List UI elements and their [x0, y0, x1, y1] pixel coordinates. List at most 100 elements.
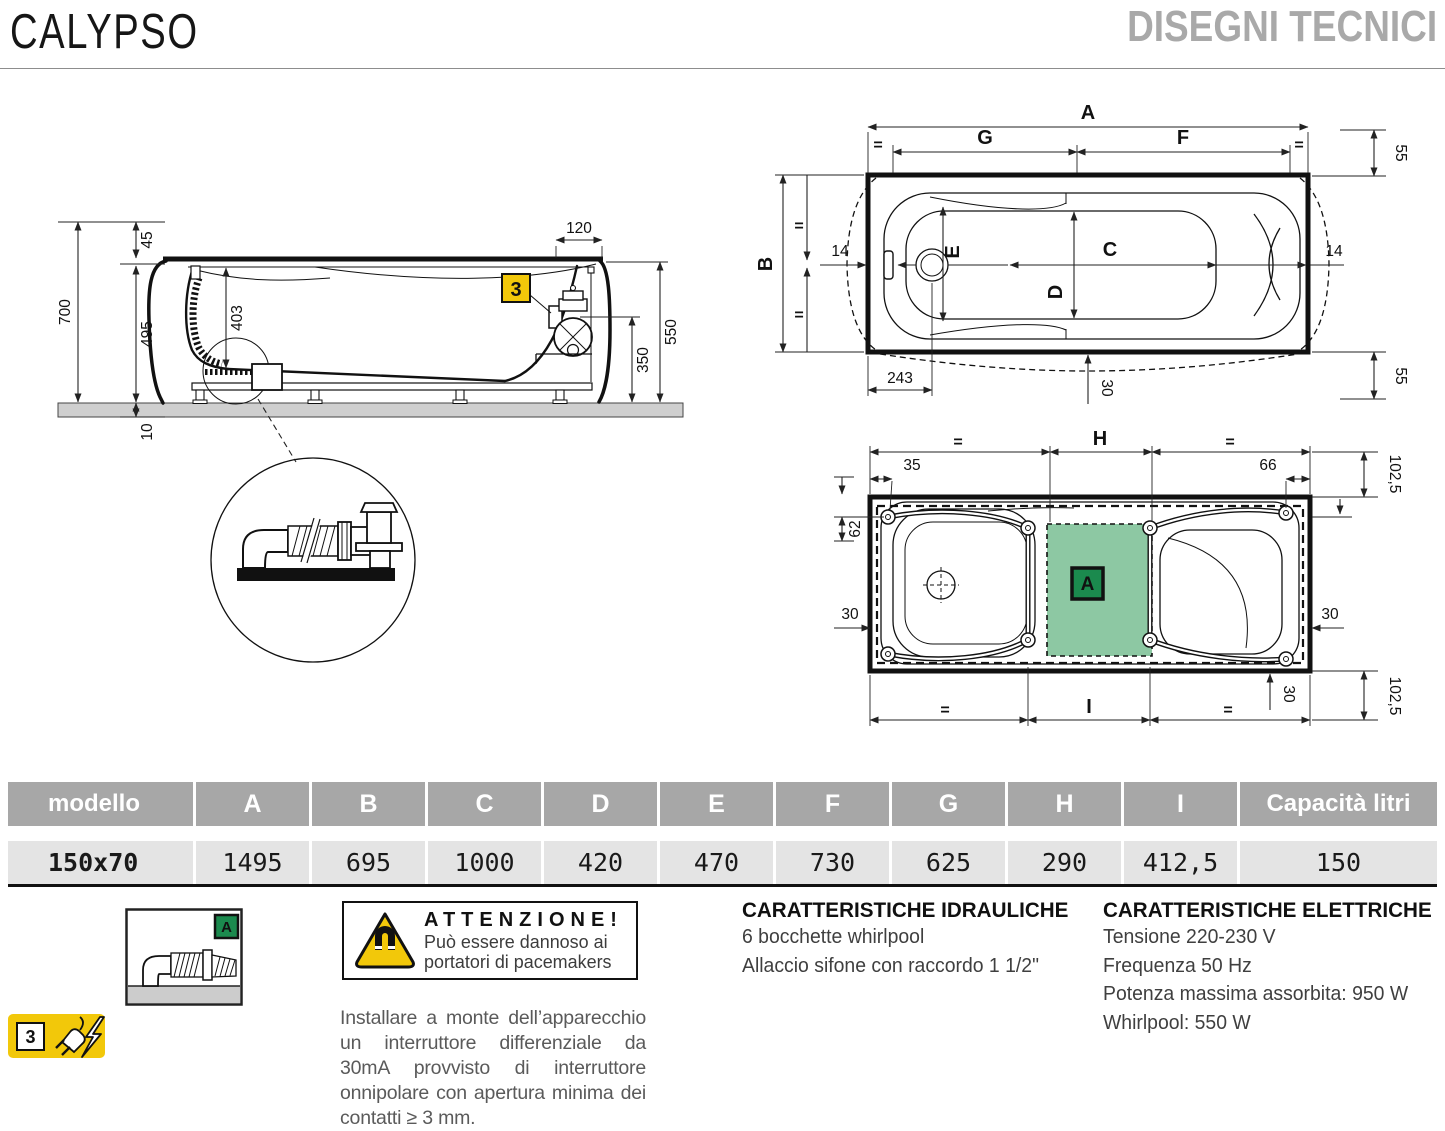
dim-102-top: 102,5 — [1312, 451, 1403, 518]
svg-text:495: 495 — [139, 321, 156, 347]
service-area-badge — [1070, 566, 1105, 601]
svg-text:30: 30 — [841, 606, 859, 623]
electric-section: CARATTERISTICHE ELETTRICHE Tensione 220-… — [1103, 898, 1443, 1037]
dim-102-bottom: 102,5 — [1312, 670, 1403, 721]
cell-B: 695 — [312, 841, 425, 884]
svg-text:35: 35 — [903, 457, 920, 474]
hydraulic-section: CARATTERISTICHE IDRAULICHE 6 bocchette w… — [742, 898, 1092, 980]
svg-text:D: D — [1045, 285, 1067, 299]
cell-C: 1000 — [428, 841, 541, 884]
dim-35: 35 — [869, 457, 921, 511]
dim-30-plan-top: 30 — [1084, 354, 1115, 404]
fixing-points — [880, 505, 1294, 667]
svg-text:I: I — [1086, 696, 1092, 718]
header-capacita: Capacità litri — [1240, 782, 1437, 826]
drain-detail-view — [210, 398, 416, 663]
svg-text:66: 66 — [1259, 457, 1276, 474]
svg-text:30: 30 — [1280, 685, 1297, 703]
header-G: G — [892, 782, 1005, 826]
support-frame — [191, 382, 593, 391]
plan-view-top: A G F = = 55 B = = — [755, 102, 1409, 404]
electrical-badge: 3 — [8, 1014, 105, 1058]
svg-text:30: 30 — [1098, 379, 1115, 397]
dim-403: 403 — [222, 267, 246, 369]
svg-text:=: = — [1294, 137, 1303, 154]
header-B: B — [312, 782, 425, 826]
callout-3-label: 3 — [510, 279, 521, 301]
tub-outline-top — [865, 172, 1311, 355]
svg-text:=: = — [953, 434, 962, 451]
dim-243: 243 — [867, 283, 933, 396]
dim-10: 10 — [120, 402, 165, 441]
cell-D: 420 — [544, 841, 657, 884]
svg-text:A: A — [1081, 102, 1095, 124]
svg-text:G: G — [977, 127, 993, 149]
electric-title: CARATTERISTICHE ELETTRICHE — [1103, 898, 1432, 922]
spec-table: modello A B C D E F G H I Capacità litri… — [8, 782, 1437, 884]
svg-text:62: 62 — [847, 520, 864, 537]
callout-3-badge — [501, 273, 531, 303]
attention-title: ATTENZIONE! — [424, 909, 623, 931]
electric-line-3: Potenza massima assorbita: 950 W — [1103, 983, 1409, 1005]
svg-text:30: 30 — [1321, 606, 1339, 623]
drain-hose-corrugated — [189, 276, 223, 368]
svg-text:A: A — [1081, 574, 1095, 595]
svg-text:H: H — [1093, 428, 1107, 450]
header-D: D — [544, 782, 657, 826]
siphon-diagram-badge — [213, 913, 240, 940]
electric-line-1: Tensione 220-230 V — [1103, 926, 1276, 948]
page-title: CALYPSO — [10, 5, 199, 59]
spec-table-header-row: modello A B C D E F G H I Capacità litri — [8, 782, 1437, 826]
svg-text:14: 14 — [1325, 243, 1343, 260]
svg-text:=: = — [794, 307, 803, 324]
dim-14-left: 14 — [820, 243, 916, 269]
attention-box: ATTENZIONE! Può essere dannoso ai portat… — [342, 901, 638, 980]
lightning-icon — [81, 1016, 105, 1058]
drain-fitting — [251, 363, 283, 391]
svg-text:14: 14 — [831, 243, 849, 260]
svg-text:700: 700 — [57, 299, 74, 325]
svg-text:102,5: 102,5 — [1386, 455, 1403, 494]
hydraulic-line-1: 6 bocchette whirlpool — [742, 926, 925, 948]
header-A: A — [196, 782, 309, 826]
header-modello: modello — [8, 782, 193, 826]
header-E: E — [660, 782, 773, 826]
svg-text:102,5: 102,5 — [1386, 677, 1403, 716]
header-I: I — [1124, 782, 1237, 826]
cell-F: 730 — [776, 841, 889, 884]
dim-120: 120 — [555, 220, 603, 258]
hydraulic-line-2: Allaccio sifone con raccordo 1 1/2" — [742, 954, 1039, 977]
svg-text:403: 403 — [229, 305, 246, 331]
svg-text:=: = — [873, 137, 882, 154]
svg-text:F: F — [1177, 127, 1189, 149]
svg-text:A: A — [221, 919, 232, 936]
dim-I-row: = I = — [869, 667, 1311, 726]
header-C: C — [428, 782, 541, 826]
floor-section — [57, 402, 684, 418]
electric-line-2: Frequenza 50 Hz — [1103, 954, 1252, 977]
header-F: F — [776, 782, 889, 826]
dim-30-bottom: 30 — [1266, 673, 1297, 710]
dim-D: D — [1045, 211, 1078, 319]
svg-text:45: 45 — [139, 231, 156, 248]
svg-text:C: C — [1103, 239, 1117, 261]
header-H: H — [1008, 782, 1121, 826]
magnet-warning-icon — [355, 912, 415, 968]
panel-dashed-outline — [875, 504, 1305, 665]
page-subtitle: DISEGNI TECNICI — [1126, 2, 1437, 51]
dim-H-row: = H = — [869, 428, 1311, 522]
dim-45: 45 — [132, 221, 156, 259]
dim-C: C — [948, 239, 1307, 269]
spec-table-value-row: 150x70 1495 695 1000 420 470 730 625 290… — [8, 841, 1437, 884]
faucet-mark — [883, 250, 894, 280]
dim-700: 700 — [57, 221, 165, 403]
svg-text:3: 3 — [25, 1027, 35, 1047]
table-bottom-rule — [8, 884, 1437, 887]
cell-A: 1495 — [196, 841, 309, 884]
hydraulic-title: CARATTERISTICHE IDRAULICHE — [742, 898, 1069, 922]
dim-495: 495 — [120, 263, 165, 403]
svg-text:55: 55 — [1392, 367, 1409, 384]
dim-E: E — [939, 206, 964, 322]
dim-350: 350 — [580, 316, 652, 403]
cell-G: 625 — [892, 841, 1005, 884]
